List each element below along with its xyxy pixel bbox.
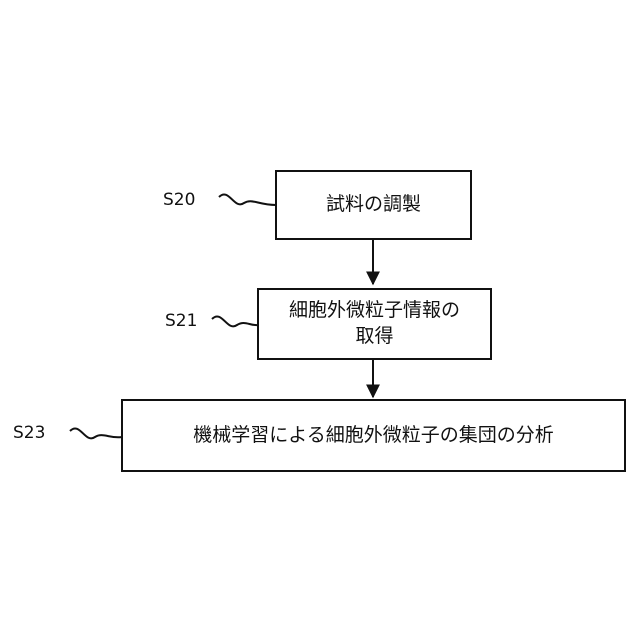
process-box-s21-label: 細胞外微粒子情報の 取得 xyxy=(289,298,460,349)
process-box-s23: 機械学習による細胞外微粒子の集団の分析 xyxy=(121,399,626,472)
leader-line-s20 xyxy=(219,194,276,205)
process-box-s21: 細胞外微粒子情報の 取得 xyxy=(257,288,492,360)
leader-line-s21 xyxy=(212,316,258,326)
step-id-s23: S23 xyxy=(13,425,45,442)
process-box-s20-label: 試料の調製 xyxy=(326,192,421,218)
process-box-s20: 試料の調製 xyxy=(275,170,472,240)
step-id-s21: S21 xyxy=(165,313,197,330)
process-box-s23-label: 機械学習による細胞外微粒子の集団の分析 xyxy=(193,423,553,449)
leader-line-s23 xyxy=(70,428,122,438)
step-id-s20: S20 xyxy=(163,192,195,209)
